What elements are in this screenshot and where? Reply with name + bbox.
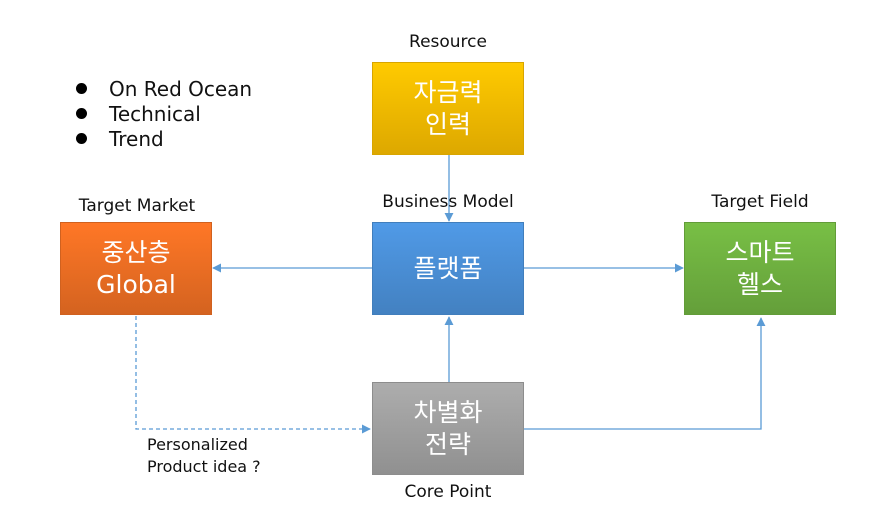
- bullet-item: Technical: [76, 101, 252, 126]
- note-line: Product idea ?: [147, 457, 261, 476]
- core-point-label: Core Point: [404, 482, 492, 502]
- target-field-box-line: 스마트: [725, 237, 795, 267]
- target-market-box-line: 중산층: [101, 237, 171, 267]
- strategy-box: 차별화 전략: [372, 382, 524, 475]
- target-field-box-line: 헬스: [736, 269, 783, 299]
- bullet-text: Technical: [109, 101, 201, 126]
- resource-box-line: 인력: [424, 109, 471, 139]
- bullet-item: On Red Ocean: [76, 76, 252, 101]
- strategy-box-line: 전략: [424, 429, 471, 459]
- strategy-box-line: 차별화: [413, 397, 483, 427]
- bullet-text: Trend: [109, 126, 164, 151]
- target-market-box-line: Global: [96, 269, 176, 299]
- target-field-box: 스마트 헬스: [684, 222, 836, 315]
- bullet-text: On Red Ocean: [109, 76, 253, 101]
- target-field-label: Target Field: [711, 192, 809, 212]
- resource-box-line: 자금력: [413, 77, 483, 107]
- business-model-label: Business Model: [382, 192, 514, 212]
- resource-box: 자금력 인력: [372, 62, 524, 155]
- platform-box: 플랫폼: [372, 222, 524, 315]
- platform-box-line: 플랫폼: [413, 253, 483, 283]
- note-line: Personalized: [147, 435, 248, 454]
- resource-label: Resource: [409, 32, 487, 52]
- bullet-list: On Red Ocean Technical Trend: [76, 76, 252, 151]
- target-market-label: Target Market: [78, 196, 196, 216]
- target-market-box: 중산층 Global: [60, 222, 212, 315]
- bullet-dot-icon: [76, 133, 87, 144]
- arrow-strategy-to-target-field: [524, 317, 766, 430]
- bullet-dot-icon: [76, 83, 87, 94]
- arrow-target-market-to-strategy: [135, 316, 371, 434]
- bullet-item: Trend: [76, 126, 252, 151]
- personalized-note: Personalized Product idea ?: [147, 434, 261, 478]
- bullet-dot-icon: [76, 108, 87, 119]
